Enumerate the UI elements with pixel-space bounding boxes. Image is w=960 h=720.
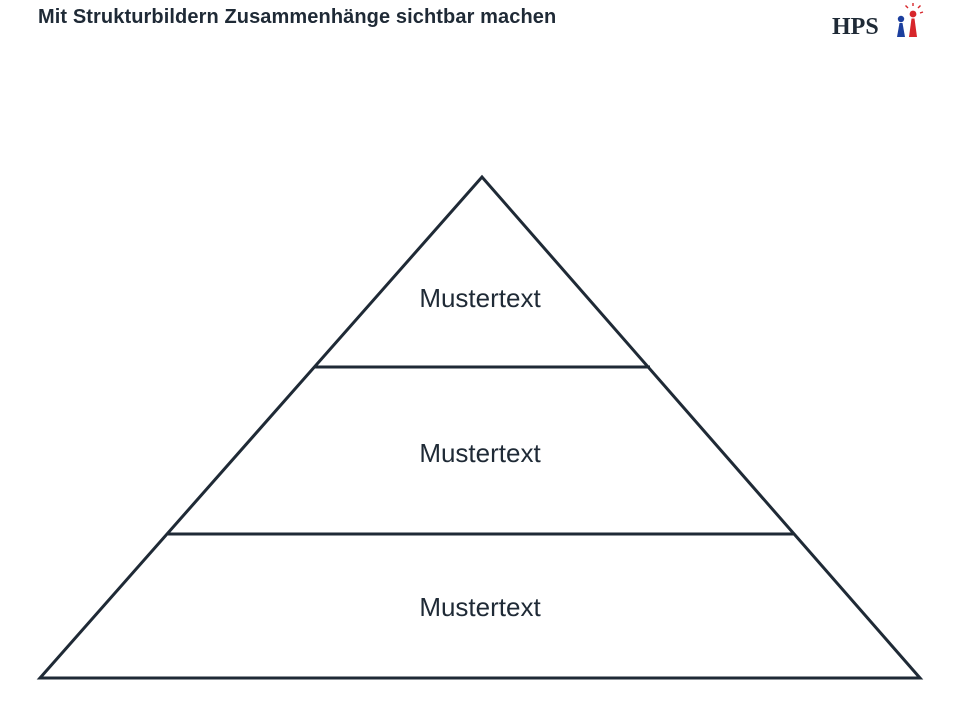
pyramid-level-middle-label: Mustertext — [419, 438, 541, 468]
two-figures-icon — [897, 3, 924, 37]
pyramid-level-top-label: Mustertext — [419, 283, 541, 313]
logo-text: HPS — [832, 14, 879, 40]
pyramid-triangle — [36, 174, 924, 680]
pyramid-outline — [36, 174, 924, 680]
pyramid-level-bottom-label: Mustertext — [419, 592, 541, 622]
page-title: Mit Strukturbildern Zusammenhänge sichtb… — [38, 6, 557, 28]
hps-logo: HPS — [832, 3, 924, 40]
